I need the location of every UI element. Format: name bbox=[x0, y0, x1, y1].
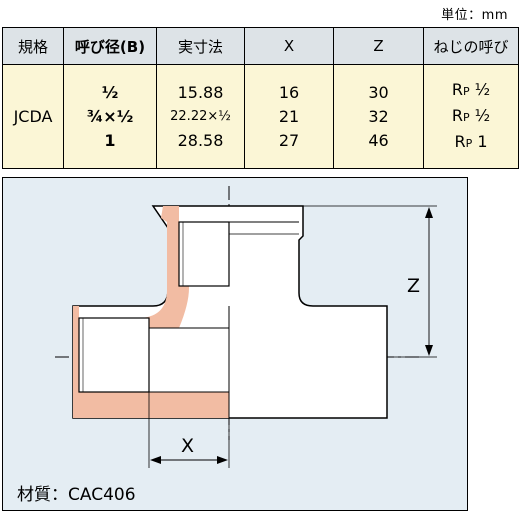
spec-table: 規格 呼び径(B) 実寸法 X Z ねじの呼び JCDA ½ ¾×½ 1 15.… bbox=[2, 27, 519, 169]
z-arrow-bottom bbox=[425, 345, 433, 356]
cell-thread: RP ½ RP ½ RP 1 bbox=[423, 64, 519, 169]
x-value: 27 bbox=[278, 130, 300, 150]
cell-actual: 15.88 22.22×½ 28.58 bbox=[156, 64, 245, 169]
header-thread: ねじの呼び bbox=[423, 27, 519, 65]
thread-value: RP 1 bbox=[454, 131, 488, 151]
z-arrow-top bbox=[425, 207, 433, 218]
z-value: 30 bbox=[368, 82, 389, 102]
tee-fitting-diagram: Z X 材質：CAC406 bbox=[2, 177, 468, 511]
x-dimension-label: X bbox=[181, 435, 194, 457]
header-z: Z bbox=[333, 27, 424, 65]
header-actual: 実寸法 bbox=[156, 27, 245, 65]
cell-nominal: ½ ¾×½ 1 bbox=[63, 64, 157, 169]
actual-value: 28.58 bbox=[177, 130, 224, 150]
header-x: X bbox=[244, 27, 334, 65]
cell-standard: JCDA bbox=[2, 64, 64, 169]
cell-x: 16 21 27 bbox=[244, 64, 334, 169]
actual-value: 15.88 bbox=[177, 82, 224, 102]
thread-value: RP ½ bbox=[451, 105, 491, 125]
z-dimension-label: Z bbox=[407, 275, 420, 297]
x-value: 16 bbox=[278, 82, 300, 102]
header-nominal: 呼び径(B) bbox=[63, 27, 157, 65]
x-arrow-left bbox=[150, 456, 161, 464]
top-socket-bore bbox=[178, 221, 230, 287]
z-value: 32 bbox=[368, 106, 389, 126]
nominal-value: 1 bbox=[104, 130, 116, 150]
cell-z: 30 32 46 bbox=[333, 64, 424, 169]
nominal-value: ½ bbox=[101, 82, 119, 102]
table-header-row: 規格 呼び径(B) 実寸法 X Z ねじの呼び bbox=[2, 27, 519, 65]
x-value: 21 bbox=[278, 106, 300, 126]
tee-fitting-drawing: Z X bbox=[55, 186, 437, 468]
x-arrow-right bbox=[217, 456, 228, 464]
actual-value: 22.22×½ bbox=[170, 108, 231, 124]
material-label: 材質：CAC406 bbox=[17, 485, 136, 505]
z-value: 46 bbox=[368, 130, 389, 150]
left-socket-bore bbox=[78, 317, 150, 393]
header-standard: 規格 bbox=[2, 27, 64, 65]
unit-label: 単位：mm bbox=[441, 8, 508, 23]
thread-value: RP ½ bbox=[451, 79, 491, 99]
nominal-value: ¾×½ bbox=[86, 106, 134, 126]
table-row: JCDA ½ ¾×½ 1 15.88 22.22×½ 28.58 16 21 2… bbox=[2, 64, 519, 169]
